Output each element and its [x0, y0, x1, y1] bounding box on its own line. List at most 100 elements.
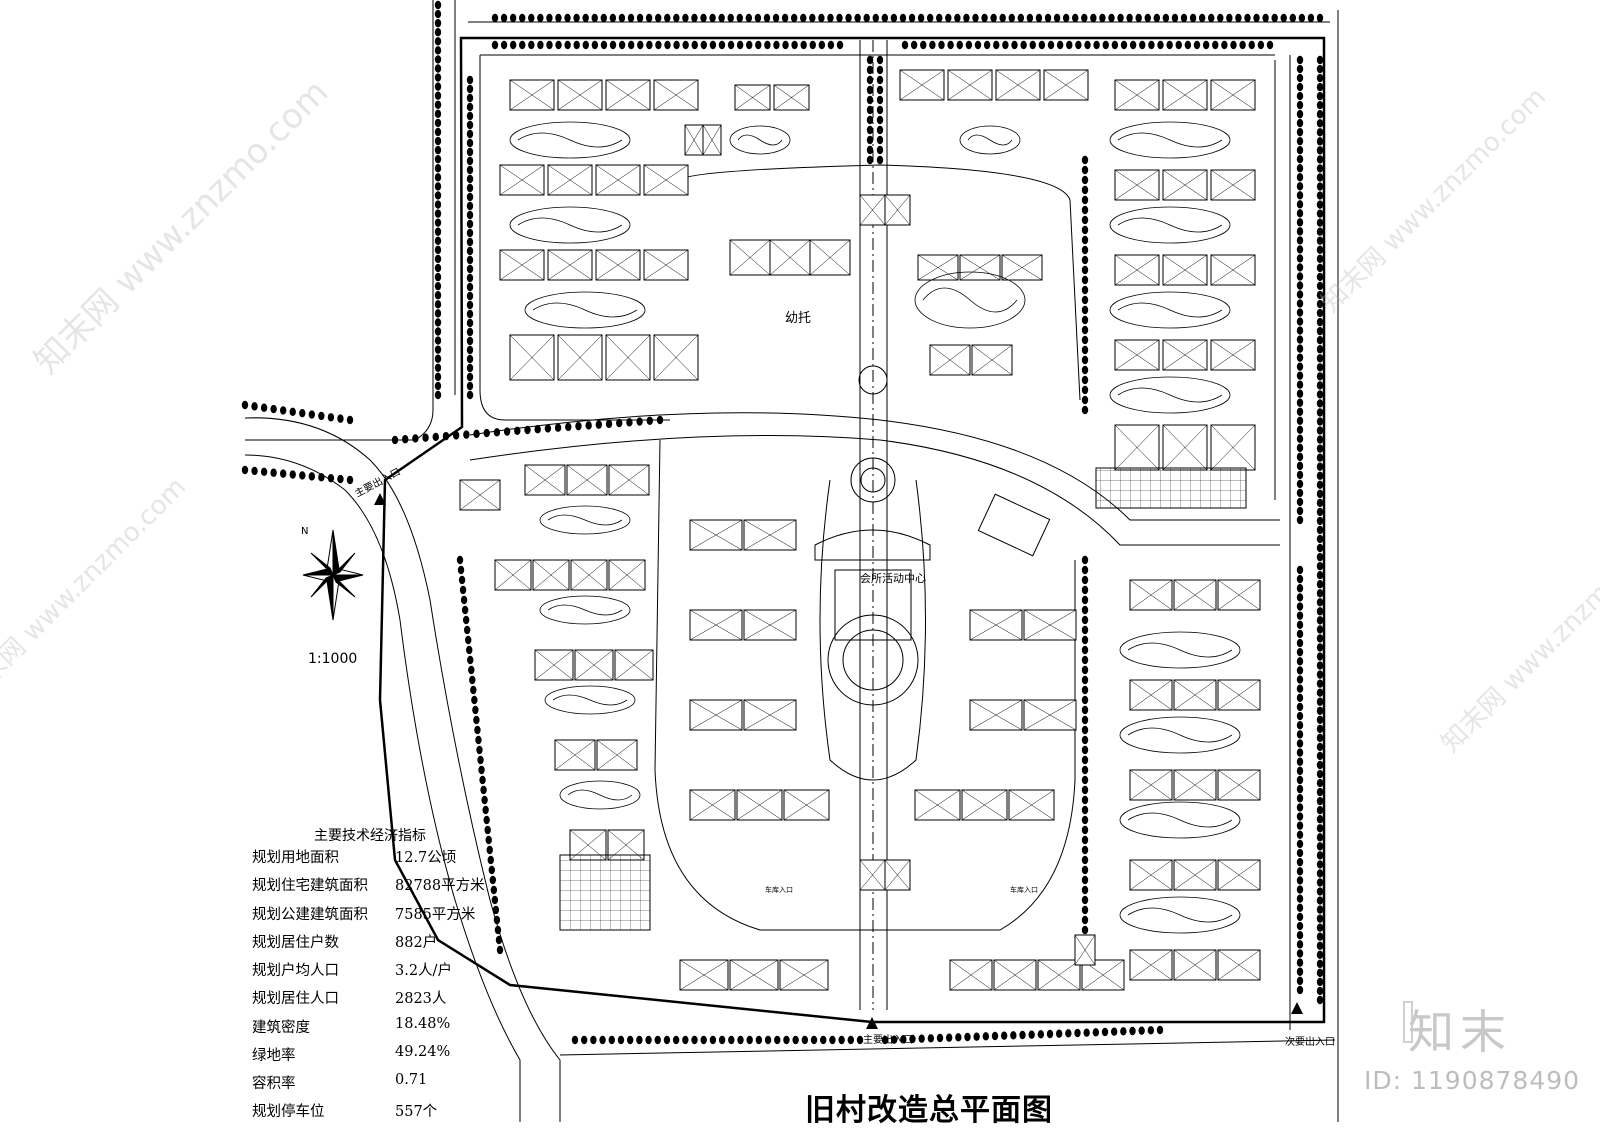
tree [1296, 200, 1304, 209]
tree [1316, 525, 1324, 535]
roof-ridge [1173, 859, 1217, 891]
tree [999, 13, 1006, 23]
roof-ridge [1129, 579, 1173, 611]
tree [434, 390, 442, 400]
tree [1296, 794, 1304, 803]
tree [1316, 381, 1324, 390]
tree [1239, 40, 1246, 50]
tree [1316, 769, 1324, 779]
indicator-label: 容积率 [252, 1076, 296, 1092]
tree [308, 410, 316, 419]
roof-ridge [884, 194, 911, 226]
tree [1316, 308, 1324, 318]
tree [1316, 426, 1324, 435]
tree [1296, 812, 1304, 821]
watermark-id: ID: 1190878490 [1364, 1066, 1581, 1095]
tree [1296, 848, 1304, 858]
tree [534, 425, 541, 434]
tree [1316, 968, 1324, 978]
tree [1316, 589, 1324, 598]
tree [781, 13, 789, 23]
tree [1296, 164, 1304, 173]
tree [241, 465, 249, 475]
tree [673, 40, 680, 50]
tree [1028, 1030, 1035, 1039]
tree [466, 282, 474, 292]
garden-path [1117, 302, 1223, 318]
tree [434, 73, 442, 82]
roof-ridge [547, 164, 593, 196]
tree [434, 300, 442, 309]
tree [1296, 218, 1304, 227]
tree [476, 745, 483, 755]
tree [755, 1035, 763, 1045]
garden-path [737, 134, 783, 146]
tree [1296, 308, 1304, 317]
tree [866, 125, 874, 135]
tree [655, 40, 662, 50]
tree [434, 272, 442, 282]
tree [493, 915, 501, 925]
tree [709, 40, 717, 50]
tree [466, 273, 474, 283]
tree [1296, 245, 1304, 254]
indicator-label: 规划用地面积 [252, 850, 339, 866]
tree [801, 1035, 809, 1045]
roof-ridge [743, 609, 797, 641]
tree [591, 13, 598, 23]
garden [1119, 631, 1241, 669]
tree [1296, 940, 1304, 949]
tree [1217, 13, 1224, 23]
garden [509, 206, 631, 244]
tree [763, 13, 771, 23]
tree [434, 345, 442, 354]
tree [1296, 602, 1304, 611]
tree [1316, 453, 1324, 462]
roof-ridge [596, 739, 638, 771]
tree [279, 406, 287, 415]
vehicle-entry-label-2: 车库入口 [1010, 886, 1038, 894]
tree [746, 40, 753, 50]
tree [900, 1035, 907, 1044]
tree [456, 555, 464, 565]
tree [945, 13, 952, 23]
tree [1296, 109, 1304, 119]
roof-ridge [509, 79, 555, 111]
tree [488, 865, 495, 875]
tree [1081, 395, 1089, 405]
tree [1296, 912, 1304, 922]
garden-path [547, 514, 623, 526]
tree [618, 40, 626, 50]
tree [691, 13, 698, 23]
tree [466, 129, 474, 139]
tree [466, 237, 474, 247]
tree [470, 685, 477, 695]
tree [866, 75, 874, 85]
tree [1296, 434, 1304, 444]
tree [1296, 757, 1304, 766]
tree [466, 183, 474, 193]
tree [1253, 13, 1260, 23]
tree [790, 13, 798, 23]
garden-path [517, 217, 623, 233]
indicators-heading: 主要技术经济指标 [314, 828, 426, 844]
tree [1316, 995, 1324, 1005]
roof-ridge [595, 164, 641, 196]
roof-ridge [1114, 254, 1160, 286]
tree [1316, 263, 1324, 273]
tree [820, 1035, 827, 1045]
roof-ridge [1001, 254, 1043, 281]
scale-label: 1:1000 [308, 651, 358, 667]
tree [491, 13, 499, 23]
tree [1316, 805, 1324, 815]
tree [866, 95, 874, 105]
tree [627, 13, 635, 23]
tree [463, 625, 471, 635]
tree [910, 40, 918, 50]
tree [466, 111, 474, 121]
tree [1296, 353, 1304, 362]
indicator-value: 12.7公顷 [395, 850, 457, 866]
roof-ridge [884, 859, 911, 891]
tree [472, 705, 479, 715]
